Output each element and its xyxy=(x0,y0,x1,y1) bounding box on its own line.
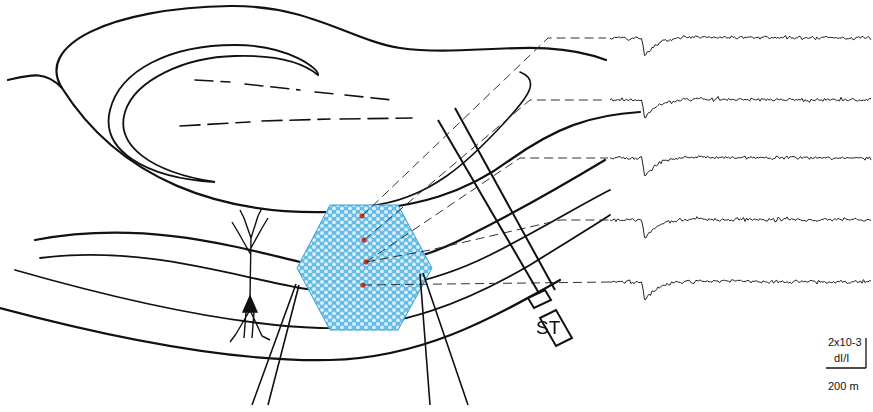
recording-site xyxy=(359,213,368,287)
hilus-dashed-line xyxy=(195,80,392,100)
scale-unit: dI/I xyxy=(834,352,849,364)
optical-trace xyxy=(610,35,871,55)
optical-trace xyxy=(610,96,871,117)
dentate-outline xyxy=(8,6,606,88)
electrode-array xyxy=(297,205,432,330)
stimulating-electrode xyxy=(438,108,572,346)
scale-value: 2x10-3 xyxy=(828,336,862,348)
optical-trace xyxy=(610,156,871,176)
scale-value: 200 m xyxy=(828,380,859,392)
granule-layer xyxy=(109,45,318,182)
leader-line xyxy=(362,38,612,285)
pyramidal-neuron xyxy=(230,208,270,342)
hilus-dashed-line xyxy=(180,118,412,126)
optical-trace xyxy=(610,217,871,238)
ca-boundary xyxy=(62,88,640,212)
optical-traces xyxy=(610,35,871,299)
optical-trace xyxy=(610,280,871,300)
outer-border xyxy=(0,280,560,360)
recording-pipette xyxy=(252,273,468,405)
electrode-label: ST xyxy=(536,318,560,339)
